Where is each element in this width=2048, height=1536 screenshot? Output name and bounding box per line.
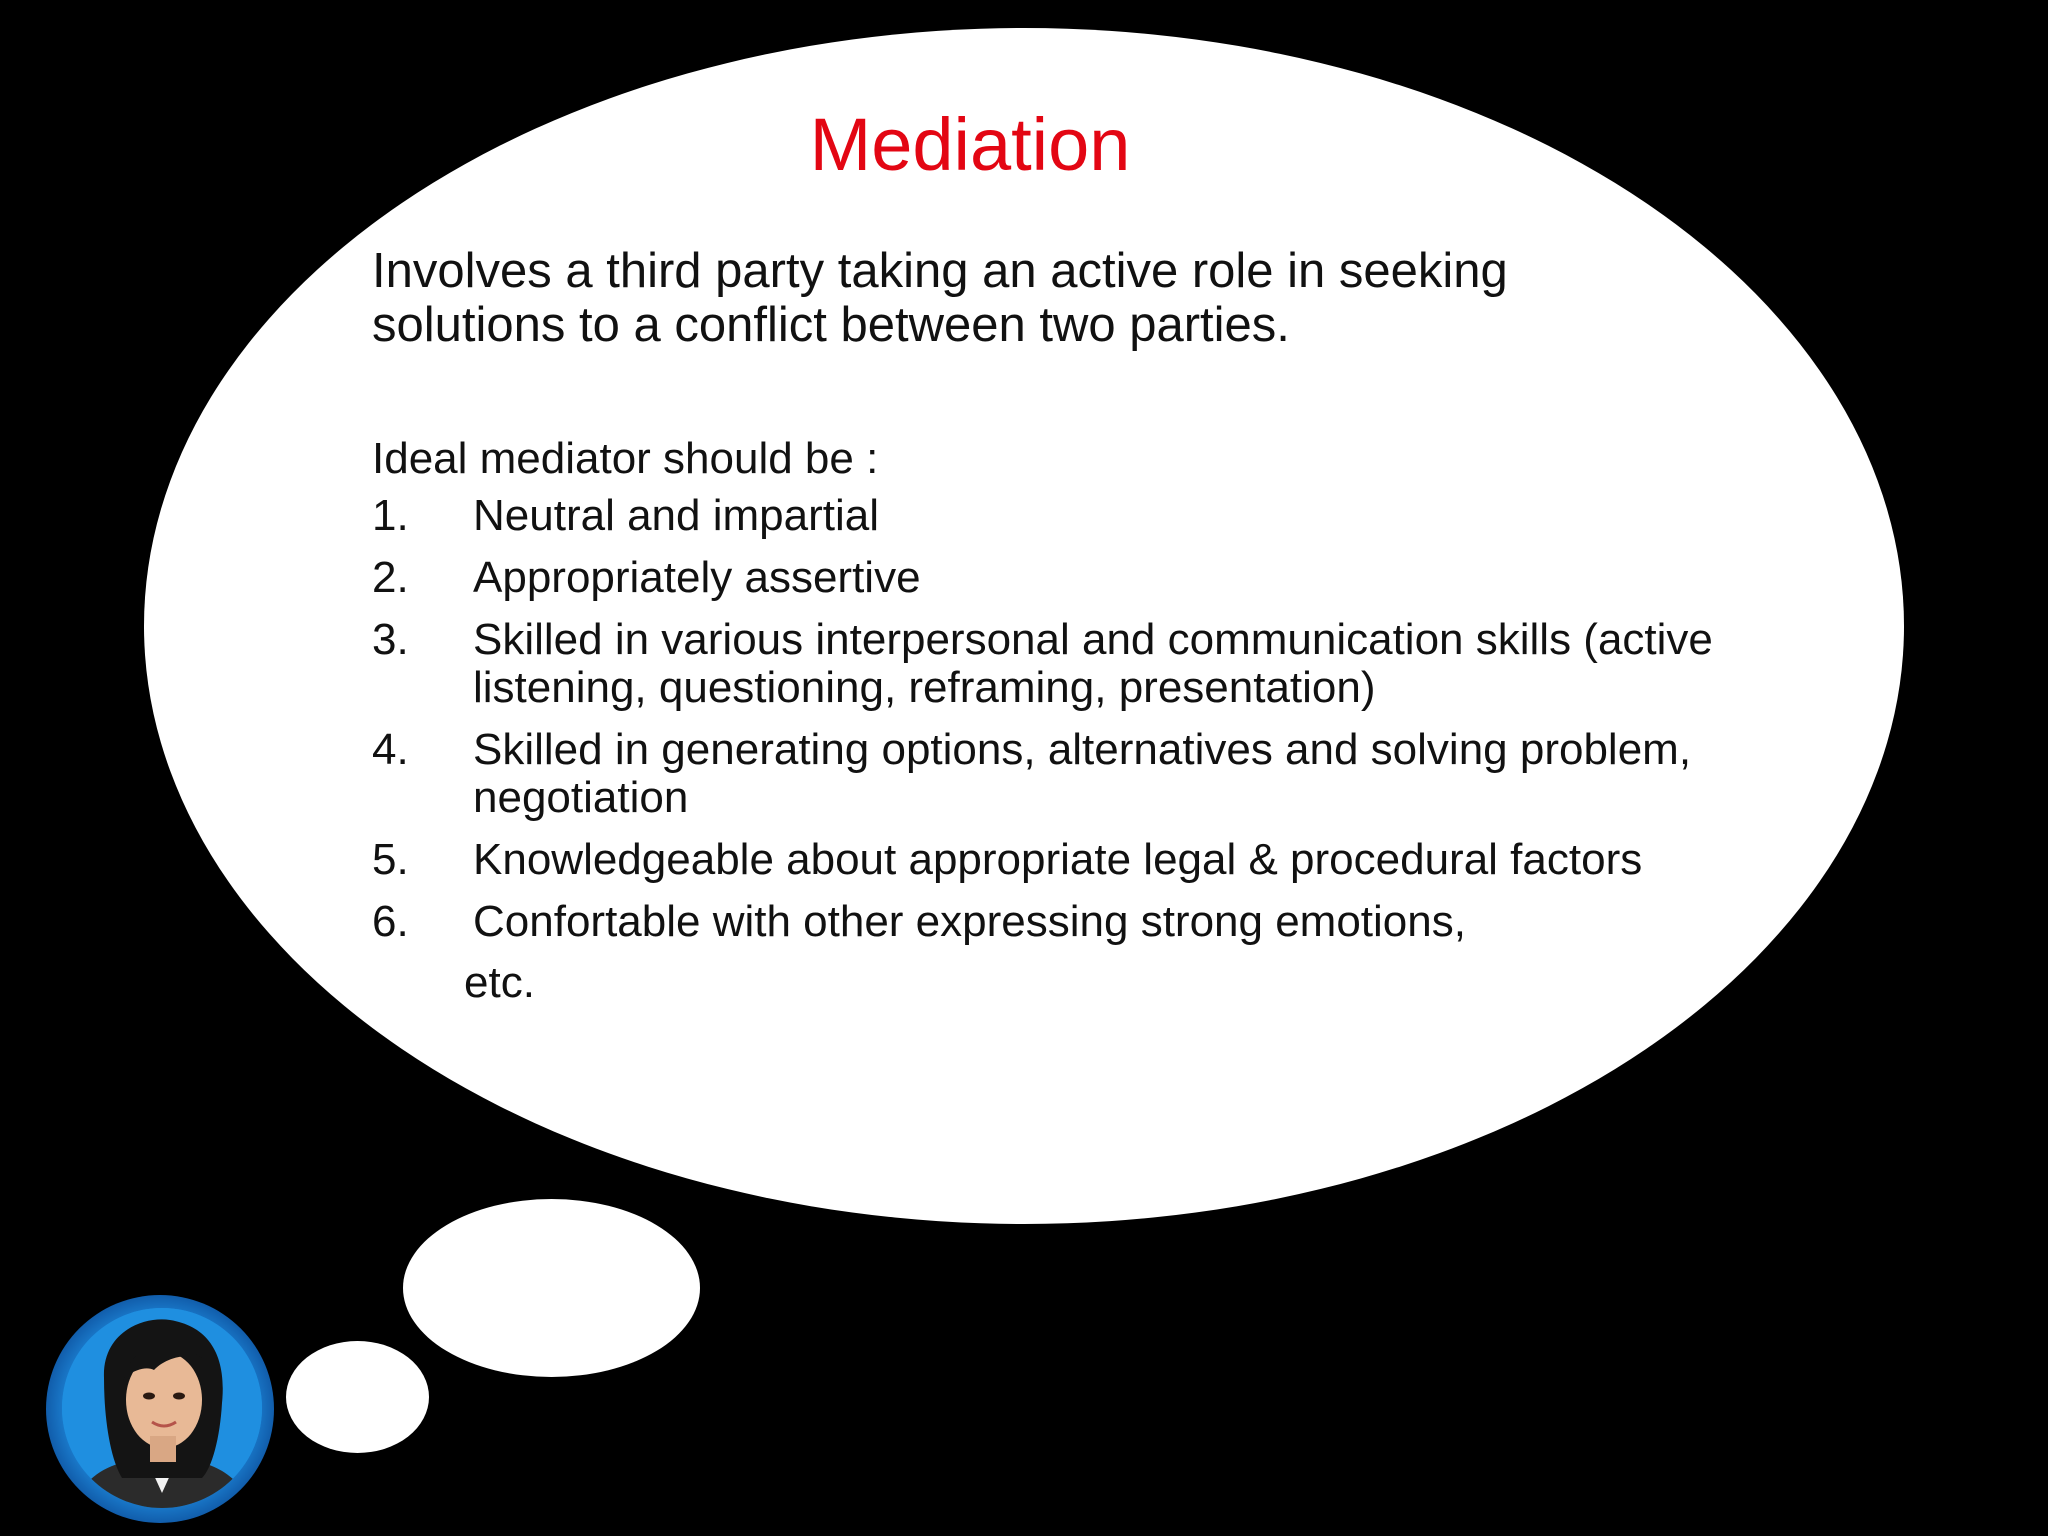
- list-item-text: Neutral and impartial: [473, 491, 879, 540]
- thought-bubble-small: [286, 1341, 429, 1453]
- list-item-text: Knowledgeable about appropriate legal & …: [473, 835, 1643, 884]
- list-item-number: 1.: [372, 491, 409, 540]
- list-item-text: Skilled in generating options, alternati…: [473, 725, 1692, 822]
- list-item-text: Confortable with other expressing strong…: [473, 897, 1466, 946]
- definition-text: Involves a third party taking an active …: [372, 244, 1508, 352]
- list-item-number: 2.: [372, 553, 409, 602]
- list-item: 2. Appropriately assertive: [372, 554, 1752, 602]
- list-item: 6. Confortable with other expressing str…: [372, 898, 1752, 946]
- avatar: [62, 1308, 262, 1508]
- list-heading: Ideal mediator should be :: [372, 434, 879, 483]
- list-item: 3. Skilled in various interpersonal and …: [372, 616, 1752, 712]
- list-item: 4. Skilled in generating options, altern…: [372, 726, 1752, 822]
- list-item-text: Appropriately assertive: [473, 553, 921, 602]
- list-item-number: 5.: [372, 835, 409, 884]
- list-item: 5. Knowledgeable about appropriate legal…: [372, 836, 1752, 884]
- list-item-text: Skilled in various interpersonal and com…: [473, 615, 1713, 712]
- list-item: 1. Neutral and impartial: [372, 492, 1752, 540]
- presenter-portrait-icon: [62, 1308, 262, 1508]
- trailing-etc-text: etc.: [464, 958, 535, 1007]
- thought-bubble-medium: [403, 1199, 700, 1377]
- list-item-number: 3.: [372, 615, 409, 664]
- mediator-qualities-list: 1. Neutral and impartial 2. Appropriatel…: [372, 492, 1752, 960]
- thought-bubble-main: [144, 28, 1904, 1224]
- list-item-number: 4.: [372, 725, 409, 774]
- list-item-number: 6.: [372, 897, 409, 946]
- slide-title: Mediation: [809, 103, 1131, 186]
